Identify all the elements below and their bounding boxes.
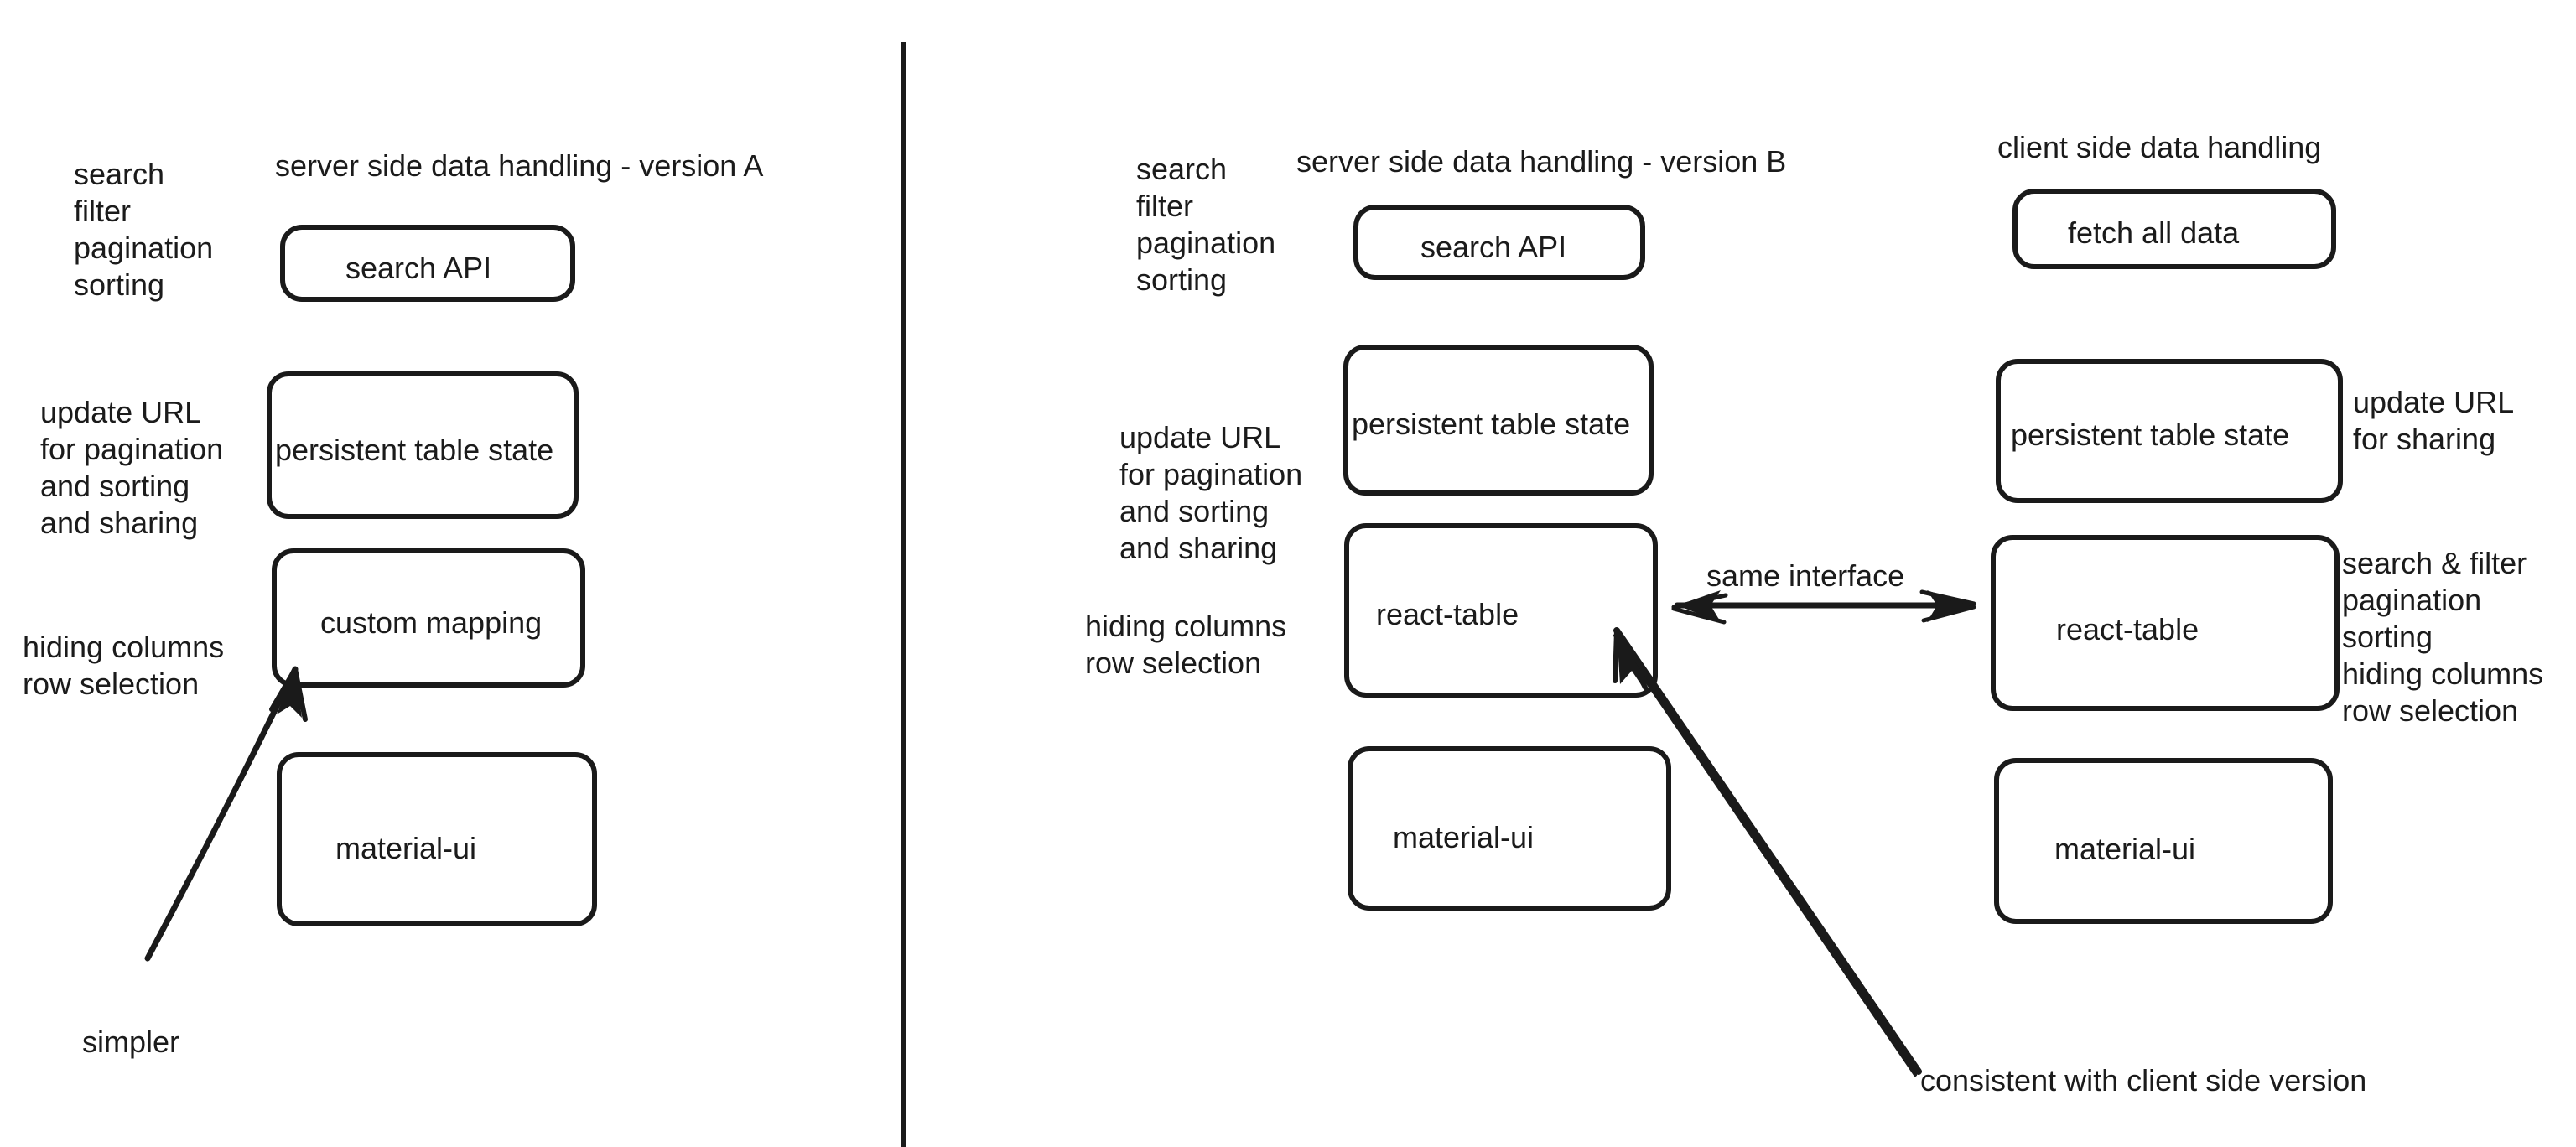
box-label: persistent table state xyxy=(1352,407,1631,441)
box-material-ui-client-side[interactable]: material-ui xyxy=(1994,758,2333,924)
panel-divider xyxy=(901,42,906,1147)
note-search-filter-pagination-sorting-b: search filter pagination sorting xyxy=(1136,152,1276,297)
box-label: search API xyxy=(1420,230,1567,264)
box-react-table-client-side[interactable]: react-table xyxy=(1991,535,2340,711)
note-update-url-b: update URL for pagination and sorting an… xyxy=(1119,420,1303,565)
box-persistent-table-state-version-a[interactable]: persistent table state xyxy=(267,371,579,519)
note-hiding-columns-row-selection-b: hiding columns row selection xyxy=(1085,609,1287,680)
box-label: material-ui xyxy=(335,831,477,865)
box-label: custom mapping xyxy=(320,605,543,640)
box-react-table-version-b[interactable]: react-table xyxy=(1344,523,1658,698)
note-hiding-columns-row-selection-a: hiding columns row selection xyxy=(23,630,225,701)
box-label: material-ui xyxy=(2054,832,2196,866)
box-label: persistent table state xyxy=(2011,418,2290,452)
box-label: fetch all data xyxy=(2068,215,2240,250)
panel-title-version-a: server side data handling - version A xyxy=(275,148,764,183)
note-update-url-for-sharing-client: update URL for sharing xyxy=(2353,385,2515,456)
box-material-ui-version-b[interactable]: material-ui xyxy=(1348,746,1671,911)
box-label: search API xyxy=(345,251,492,285)
note-update-url-a: update URL for pagination and sorting an… xyxy=(40,395,224,540)
box-label: react-table xyxy=(1376,597,1519,631)
panel-title-version-b: server side data handling - version B xyxy=(1296,144,1787,179)
box-label: react-table xyxy=(2056,612,2199,646)
box-search-api-version-a[interactable]: search API xyxy=(280,225,575,302)
box-persistent-table-state-client-side[interactable]: persistent table state xyxy=(1996,359,2343,503)
box-label: persistent table state xyxy=(275,433,554,467)
box-search-api-version-b[interactable]: search API xyxy=(1353,205,1645,280)
panel-title-client-side: client side data handling xyxy=(1997,130,2322,164)
same-interface-double-arrow xyxy=(1671,589,1976,625)
box-material-ui-version-a[interactable]: material-ui xyxy=(277,752,597,926)
box-persistent-table-state-version-b[interactable]: persistent table state xyxy=(1343,345,1654,496)
box-custom-mapping-version-a[interactable]: custom mapping xyxy=(272,548,585,688)
annotation-simpler: simpler xyxy=(82,1025,180,1059)
connector-label-same-interface: same interface xyxy=(1706,558,1905,593)
note-search-filter-pagination-sorting-a: search filter pagination sorting xyxy=(74,157,214,302)
box-fetch-all-data[interactable]: fetch all data xyxy=(2012,189,2336,269)
box-label: material-ui xyxy=(1393,820,1535,854)
annotation-consistent-with-client-side-version: consistent with client side version xyxy=(1920,1063,2367,1098)
note-client-side-features: search & filter pagination sorting hidin… xyxy=(2342,546,2544,728)
